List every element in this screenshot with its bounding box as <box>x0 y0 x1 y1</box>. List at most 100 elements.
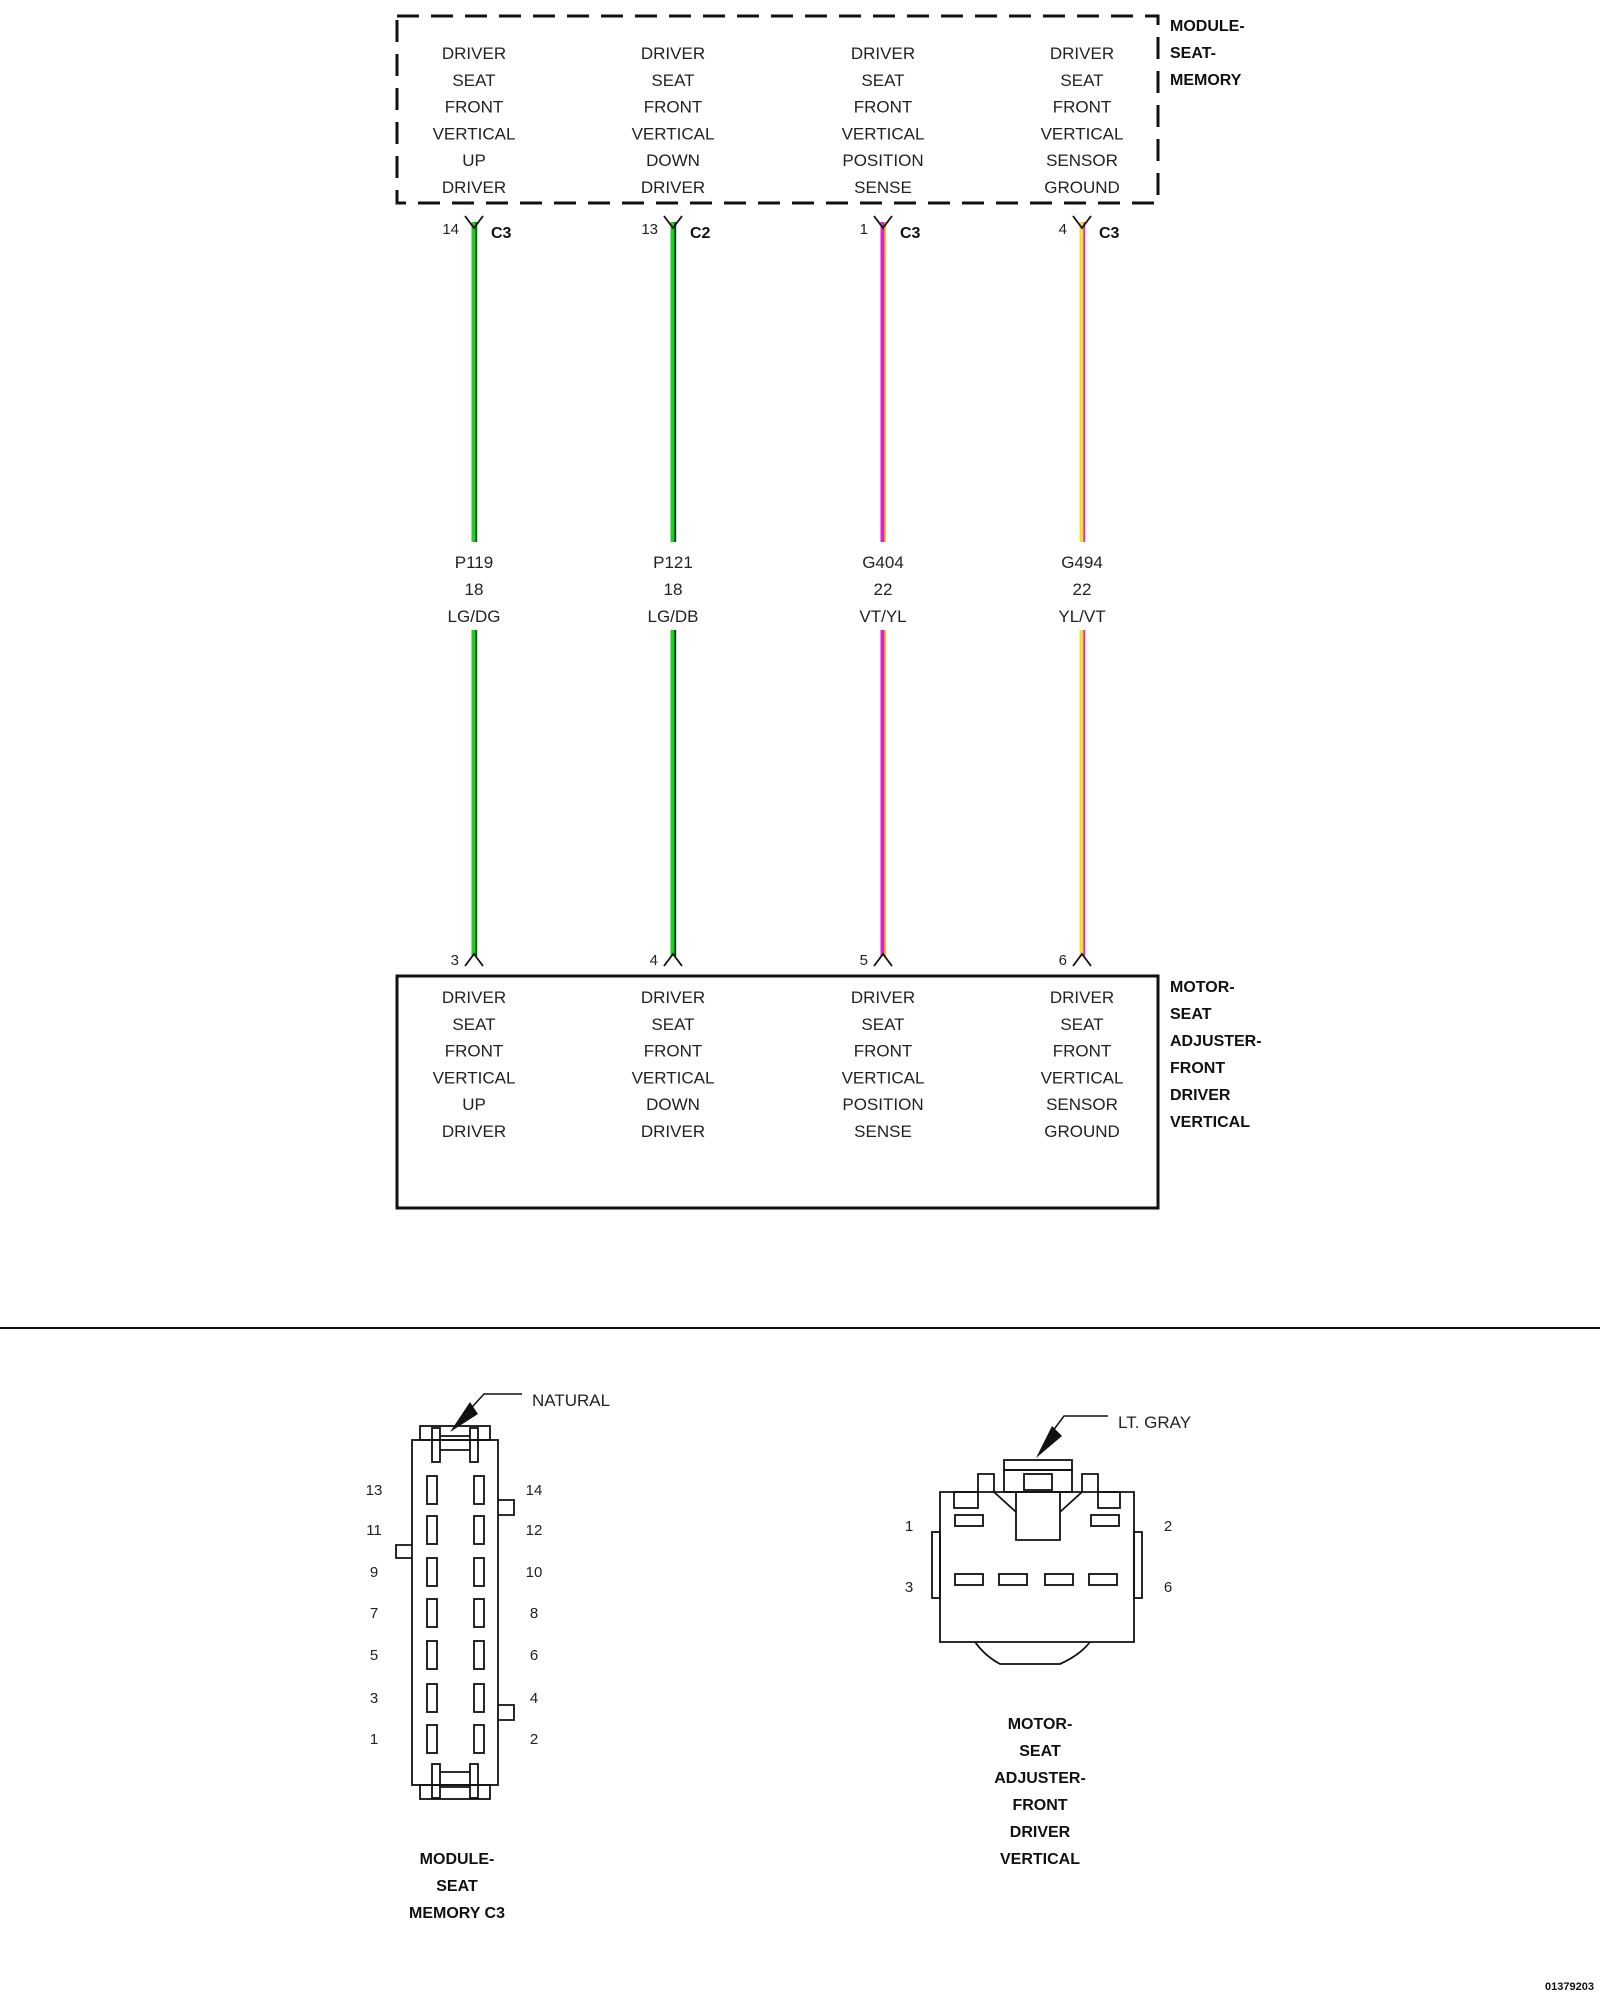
title-line: MEMORY <box>1170 72 1242 89</box>
terminal-icon <box>464 952 484 967</box>
circuit-id: G404 <box>862 553 904 572</box>
pin-number: 5 <box>370 1647 378 1664</box>
cavity <box>473 1683 485 1713</box>
diagram-id: 01379203 <box>1545 1981 1594 1993</box>
wire-gauge: 22 <box>1073 580 1092 599</box>
pin-description-line: DRIVER <box>442 988 506 1007</box>
pin-number: 4 <box>530 1690 538 1707</box>
pin-number: 13 <box>366 1482 383 1499</box>
pin-description-line: DRIVER <box>641 988 705 1007</box>
pin-description-line: SEAT <box>452 71 495 90</box>
cavity <box>473 1640 485 1670</box>
pin-description-line: VERTICAL <box>1041 1068 1124 1087</box>
pin-number: 3 <box>370 1690 378 1707</box>
top-pin-number: 1 <box>860 221 868 238</box>
pin-description-line: VERTICAL <box>1041 124 1124 143</box>
top-pin-number: 13 <box>641 221 658 238</box>
seat-memory-c3-caption: MODULE- SEAT MEMORY C3 <box>409 1851 505 1922</box>
cavity <box>473 1557 485 1587</box>
connector-color-label: LT. GRAY <box>1118 1413 1191 1432</box>
wire-color-code: LG/DG <box>448 607 501 626</box>
pin-description-line: DRIVER <box>851 44 915 63</box>
pin-number: 2 <box>1164 1518 1172 1535</box>
pin-description-line: VERTICAL <box>632 1068 715 1087</box>
motor-adjuster-pin-descriptions: DRIVERSEATFRONTVERTICALUPDRIVERDRIVERSEA… <box>433 988 1124 1141</box>
caption-line: ADJUSTER- <box>994 1770 1086 1787</box>
title-line: FRONT <box>1170 1060 1225 1077</box>
cavity <box>473 1598 485 1628</box>
pin-description-line: UP <box>462 151 486 170</box>
callout-arrow-icon <box>450 1402 478 1432</box>
caption-line: SEAT <box>436 1878 478 1895</box>
terminal-icon <box>873 215 893 230</box>
cavity <box>426 1683 438 1713</box>
pin-description-line: DRIVER <box>1050 988 1114 1007</box>
wire-color-code: VT/YL <box>859 607 906 626</box>
cavity <box>1044 1573 1074 1586</box>
cavity <box>954 1573 984 1586</box>
cavity <box>473 1724 485 1754</box>
pin-description-line: FRONT <box>1053 1042 1112 1061</box>
bottom-pin-number: 5 <box>860 952 868 969</box>
wire-gauge: 18 <box>465 580 484 599</box>
terminal-icon <box>1072 952 1092 967</box>
pin-description-line: DRIVER <box>851 988 915 1007</box>
natural-callout: NATURAL <box>450 1391 610 1432</box>
pin-description-line: SEAT <box>651 71 694 90</box>
pin-description-line: GROUND <box>1044 178 1120 197</box>
pin-number: 6 <box>530 1647 538 1664</box>
bottom-pin-number: 3 <box>451 952 459 969</box>
cavity <box>1090 1514 1120 1527</box>
title-line: MOTOR- <box>1170 979 1235 996</box>
top-connector-id: C3 <box>900 225 921 242</box>
pin-number: 14 <box>526 1482 543 1499</box>
cavity <box>426 1640 438 1670</box>
seat-memory-c3-connector-face <box>395 1425 515 1800</box>
pin-description-line: SEAT <box>861 1015 904 1034</box>
terminal-icon <box>663 952 683 967</box>
motor-seat-adjuster-box <box>395 974 1160 1210</box>
cavity <box>473 1515 485 1545</box>
wire-color-code: LG/DB <box>647 607 698 626</box>
pin-description-line: SEAT <box>1060 1015 1103 1034</box>
seat-memory-module-box <box>395 14 1160 205</box>
pin-number: 7 <box>370 1605 378 1622</box>
pin-description-line: DRIVER <box>442 44 506 63</box>
top-connector-id: C3 <box>1099 225 1120 242</box>
seat-memory-c3-cavities <box>426 1475 485 1754</box>
pin-description-line: DRIVER <box>641 44 705 63</box>
motor-adjuster-pin-numbers: 1 2 3 6 <box>905 1518 1172 1596</box>
title-line: VERTICAL <box>1170 1114 1250 1131</box>
pin-description-line: POSITION <box>842 1095 923 1114</box>
connector-color-label: NATURAL <box>532 1391 610 1410</box>
pin-description-line: DRIVER <box>442 178 506 197</box>
top-pin-number: 14 <box>442 221 459 238</box>
cavity <box>426 1557 438 1587</box>
caption-line: MOTOR- <box>1008 1716 1073 1733</box>
pin-description-line: DRIVER <box>442 1122 506 1141</box>
terminal-icon <box>663 215 683 230</box>
pin-description-line: FRONT <box>445 1042 504 1061</box>
pin-description-line: FRONT <box>854 1042 913 1061</box>
pin-description-line: POSITION <box>842 151 923 170</box>
cavity <box>954 1514 984 1527</box>
pin-description-line: VERTICAL <box>632 124 715 143</box>
caption-line: DRIVER <box>1010 1824 1071 1841</box>
pin-description-line: FRONT <box>445 98 504 117</box>
pin-number: 6 <box>1164 1579 1172 1596</box>
pin-description-line: SEAT <box>861 71 904 90</box>
pin-description-line: FRONT <box>644 1042 703 1061</box>
callout-arrow-icon <box>1036 1426 1062 1458</box>
top-connector-id: C3 <box>491 225 512 242</box>
motor-adjuster-cavities <box>954 1514 1120 1586</box>
title-line: SEAT- <box>1170 45 1216 62</box>
lt-gray-callout: LT. GRAY <box>1036 1413 1191 1458</box>
pin-number: 1 <box>905 1518 913 1535</box>
terminal-icon <box>464 215 484 230</box>
pin-description-line: SEAT <box>452 1015 495 1034</box>
pin-description-line: DRIVER <box>1050 44 1114 63</box>
circuit-id: G494 <box>1061 553 1103 572</box>
